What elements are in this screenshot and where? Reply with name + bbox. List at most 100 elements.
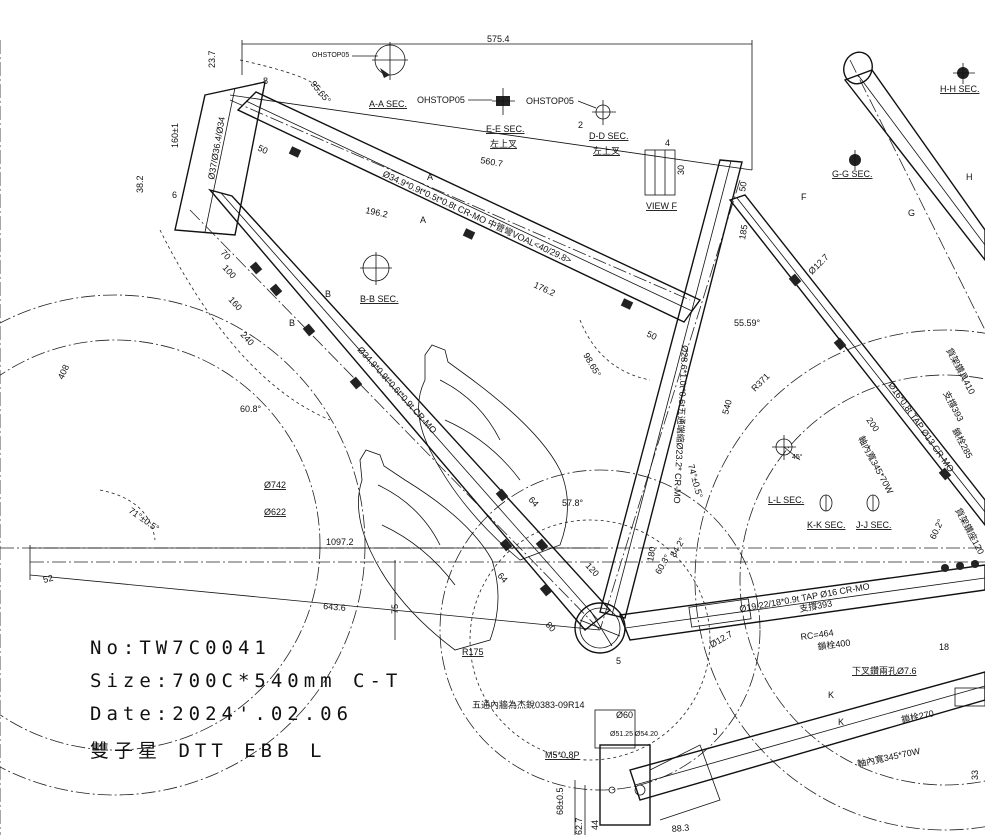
dim-742: Ø742	[264, 480, 286, 490]
cut-g: G	[908, 208, 915, 218]
section-gg-label: G-G SEC.	[832, 169, 873, 179]
section-jj-label: J-J SEC.	[856, 520, 892, 530]
water-bottle-lower	[358, 449, 499, 651]
dim-37: Ø37/Ø36.4/Ø34	[206, 116, 227, 180]
hub-width-label-lower: 軸內寬345*70W	[856, 745, 921, 769]
dim-38: 38.2	[135, 175, 145, 193]
r371-label: R371	[749, 371, 771, 393]
bb-detail	[574, 709, 721, 835]
cut-k-upper: K	[828, 690, 834, 700]
ohstop-label-2: OHSTOP05	[417, 95, 465, 105]
dim-622: Ø622	[264, 507, 286, 517]
section-aa-label: A-A SEC.	[369, 99, 407, 109]
dim-62: 62.7	[574, 817, 584, 835]
rack-410-label: 貨架鑽具410	[944, 346, 978, 396]
cut-a-lower: A	[420, 215, 426, 225]
front-wheel-outer	[0, 294, 366, 796]
chain-stay	[619, 560, 985, 801]
section-ll-label: L-L SEC.	[768, 495, 804, 505]
m5-label: M5*0.8P	[545, 750, 580, 760]
seat-tube	[599, 159, 743, 619]
dim-408: 408	[56, 363, 71, 381]
top-tube-spec: Ø34.9*0.9t*0.5t*0.8t CR-MO 中管彎VOAL<40/29…	[381, 168, 573, 265]
angle-84: 84.2°	[668, 535, 687, 559]
dim-52: 52	[42, 573, 54, 585]
down-tube	[207, 188, 612, 631]
angle-57: 57.8°	[562, 498, 584, 508]
dim-75: 75	[390, 604, 400, 614]
cut-b-upper: B	[325, 289, 331, 299]
dim-18: 18	[939, 642, 949, 652]
dim-8: 8	[263, 76, 268, 86]
dim-540: 540	[720, 398, 734, 415]
dim-2: 2	[578, 120, 583, 130]
cut-f: F	[801, 192, 807, 202]
dim-160b: 160	[227, 295, 244, 313]
dim-560: 560.7	[480, 155, 504, 169]
hub-width-label-upper: 軸內寬345*70W	[856, 434, 896, 496]
dim-23: 23.7	[207, 50, 217, 68]
dim-64-lower: 64	[496, 571, 510, 585]
section-ee-label: E-E SEC.	[486, 124, 525, 134]
dim-50-seat: 50	[737, 181, 749, 193]
frame-size: Size:700C*540mm C-T	[90, 670, 403, 692]
bottom-bracket	[574, 602, 626, 654]
dim-5: 5	[616, 656, 621, 666]
ohstop-label-3: OHSTOP05	[526, 96, 574, 106]
dim-120: 120	[584, 561, 601, 579]
dim-196: 196.2	[365, 205, 389, 219]
section-ee-sublabel: 左上叉	[490, 138, 517, 149]
angle-98: 98.65°	[581, 351, 603, 379]
angle-55: 55.59°	[734, 318, 761, 328]
angle-95: 95.65°	[308, 79, 333, 106]
bb-note: 五通內牆為杰銳0383-09R14	[472, 699, 585, 710]
rc-label: RC=464	[800, 627, 834, 642]
dim-176: 176.2	[532, 280, 557, 299]
bolt-270-label: 鎖栓270	[900, 707, 935, 725]
model-name: 雙子星 DTT EBB L	[90, 740, 327, 762]
dim-60: Ø60	[616, 710, 633, 720]
angle-60-8: 60.8°	[240, 404, 262, 414]
bolt-400-label: 鎖栓400	[817, 636, 851, 651]
dim-12-7: Ø12.7	[708, 629, 734, 650]
view-f-label: VIEW F	[646, 201, 678, 211]
dim-64-upper: 64	[527, 495, 541, 509]
dim-33: 33	[970, 770, 980, 780]
section-kk-label: K-K SEC.	[807, 520, 846, 530]
rear-wheel-outer	[694, 329, 985, 831]
dim-50-rear: 50	[645, 329, 658, 342]
section-bb-label: B-B SEC.	[360, 294, 399, 304]
seat-stay	[728, 51, 985, 527]
dim-100: 100	[221, 263, 238, 281]
cut-h: H	[966, 172, 973, 182]
dim-1097: 1097.2	[326, 537, 354, 547]
rear-wheel-inner	[739, 374, 985, 786]
cut-j: J	[713, 727, 718, 737]
front-wheel-inner	[0, 339, 321, 751]
water-bottle-upper	[418, 344, 568, 561]
dim-160: 160±1	[170, 123, 180, 148]
head-tube	[174, 81, 266, 236]
top-tube	[236, 91, 702, 323]
dim-180: 180	[645, 546, 657, 563]
dim-6: 6	[172, 190, 177, 200]
brace-393b-label: 支撐393	[941, 389, 966, 423]
dim-88: 88.3	[671, 823, 689, 834]
construction-lines	[0, 40, 985, 835]
rack-120-label: 貨架鑽座120	[953, 506, 985, 556]
dim-30: 30	[676, 165, 686, 175]
dim-44: 44	[590, 820, 600, 830]
angle-71: 71°±0.5°	[127, 505, 161, 533]
lower-fork-hole-label: 下叉鑽兩孔Ø7.6	[852, 665, 917, 676]
cut-k-lower: K	[838, 717, 844, 727]
bolt-285-label: 鎖栓285	[950, 426, 975, 460]
dim-127: Ø12.7	[806, 252, 830, 276]
cut-b-lower: B	[289, 318, 295, 328]
dim-80: 80	[544, 620, 558, 634]
dim-4: 4	[665, 138, 670, 148]
dim-575: 575.4	[487, 34, 510, 44]
dim-200: 200	[864, 415, 881, 433]
dim-185: 185	[737, 224, 749, 241]
